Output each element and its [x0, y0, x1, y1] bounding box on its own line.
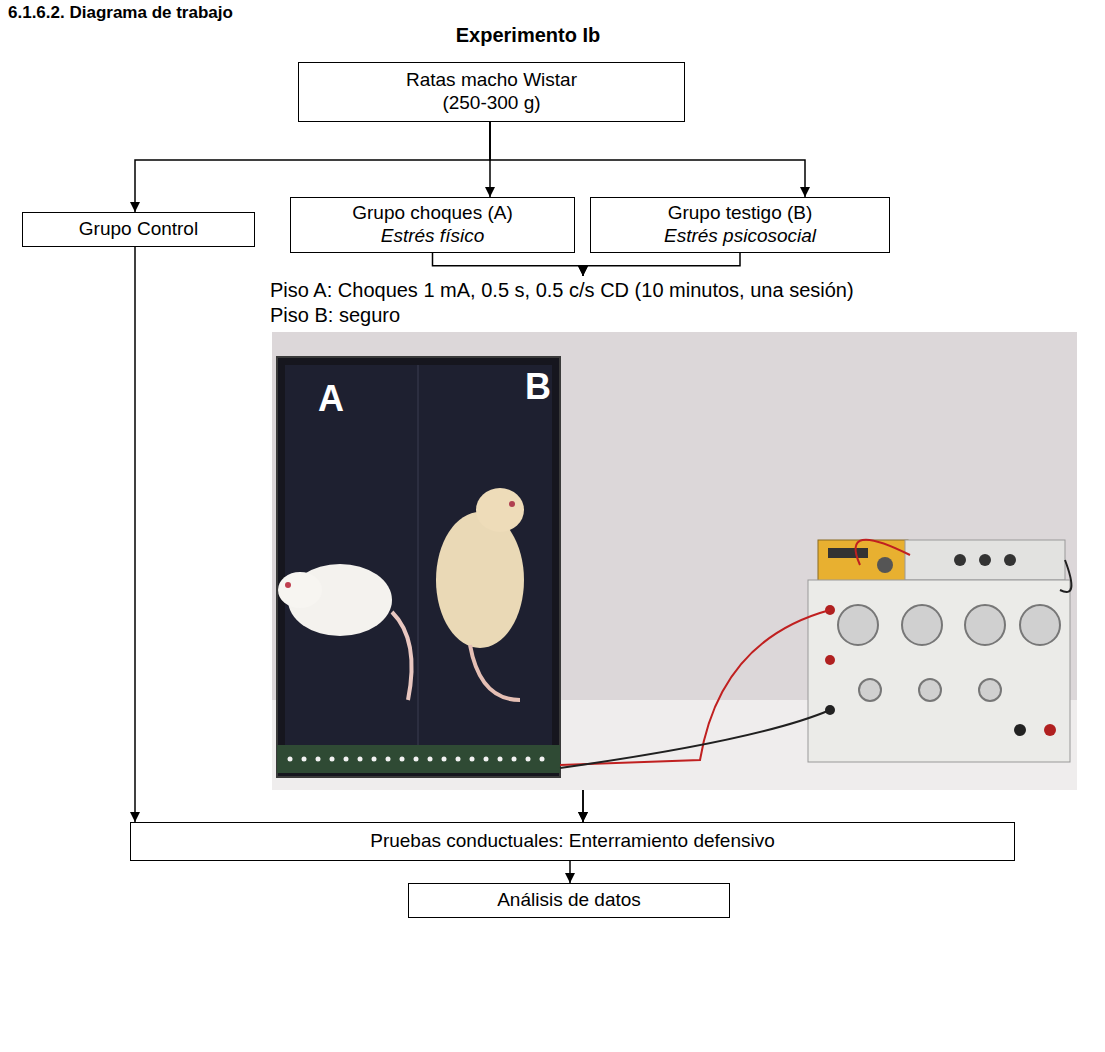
arrow-head [485, 187, 495, 197]
arrow-head [130, 202, 140, 212]
floor-letter: A [318, 378, 344, 420]
box-subtitle: Estrés físico [299, 225, 566, 248]
box-subtitle: Estrés psicosocial [599, 225, 881, 248]
flow-arrow [565, 861, 575, 883]
group-box: Ratas macho Wistar (250-300 g) [298, 62, 685, 122]
flow-arrow [130, 247, 140, 822]
group-box: Grupo testigo (B)Estrés psicosocial [590, 197, 890, 253]
connector-line [433, 253, 584, 276]
arrow-head [578, 266, 588, 276]
flow-arrow [490, 122, 810, 197]
arrow-head [130, 812, 140, 822]
flow-arrow [578, 253, 740, 822]
group-box: Grupo choques (A)Estrés físico [290, 197, 575, 253]
box-label: Grupo choques (A) [299, 202, 566, 225]
box-label: Grupo Control [31, 218, 246, 241]
box-label: Grupo testigo (B) [599, 202, 881, 225]
connector-line [134, 247, 136, 822]
arrow-head [578, 812, 588, 822]
arrow-head [565, 873, 575, 883]
procedure-note: Piso A: Choques 1 mA, 0.5 s, 0.5 c/s CD … [270, 279, 854, 302]
group-box: Grupo Control [22, 212, 255, 247]
floor-letter: B [525, 366, 551, 408]
arrow-head [578, 266, 588, 276]
flow-arrow [433, 253, 589, 822]
section-heading: 6.1.6.2. Diagrama de trabajo [8, 3, 233, 23]
box-label: Análisis de datos [417, 889, 721, 912]
arrow-head [578, 812, 588, 822]
box-label: Ratas macho Wistar (250-300 g) [392, 69, 592, 115]
group-box: Pruebas conductuales: Enterramiento defe… [130, 822, 1015, 861]
connector-line [490, 122, 805, 197]
box-label: Pruebas conductuales: Enterramiento defe… [139, 830, 1006, 853]
group-box: Análisis de datos [408, 883, 730, 918]
diagram-title: Experimento Ib [0, 24, 1056, 47]
connector-line [583, 253, 740, 276]
arrow-head [800, 187, 810, 197]
procedure-note: Piso B: seguro [270, 304, 400, 327]
